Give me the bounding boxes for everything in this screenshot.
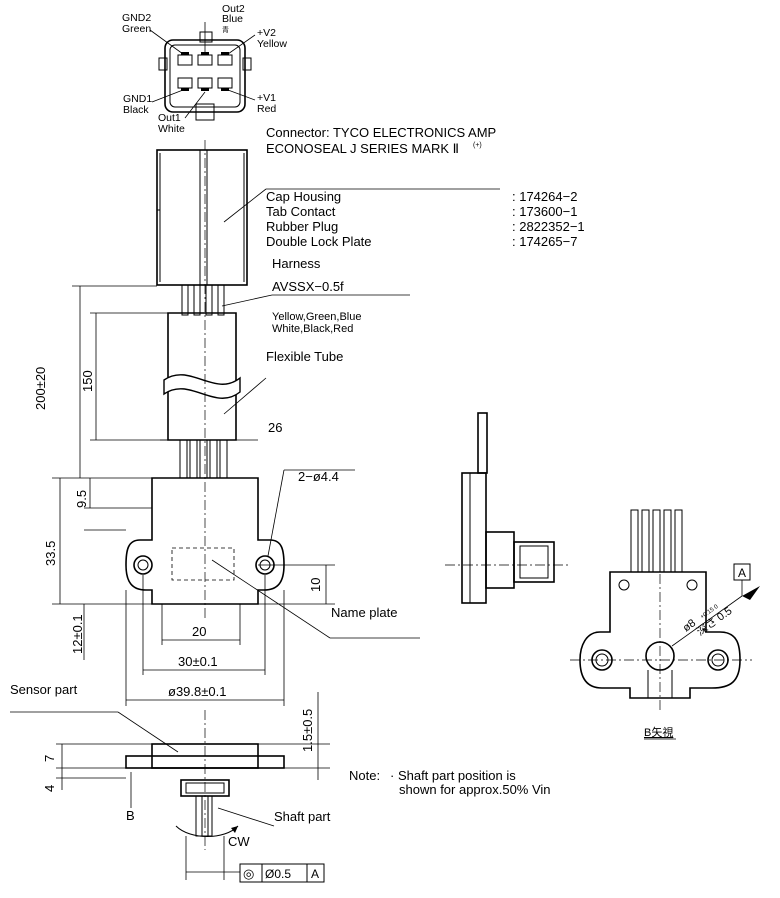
dim-7: 7 <box>42 755 57 762</box>
part-number: : 174265−7 <box>512 234 577 249</box>
harness-title: Harness <box>272 256 321 271</box>
pin-color-out1: White <box>158 123 185 135</box>
pin-cavity-v1 <box>217 77 233 91</box>
cw-label: CW <box>228 834 250 849</box>
connector-spec-line2: ECONOSEAL J SERIES MARK Ⅱ <box>266 141 459 156</box>
pin-color-v1: Red <box>257 103 276 115</box>
dimension-lines-front <box>52 285 420 706</box>
dim-30: 30±0.1 <box>178 654 218 669</box>
dim-39-8: ø39.8±0.1 <box>168 684 226 699</box>
pin-color-gnd2: Green <box>122 23 151 35</box>
dim-holes: 2−ø4.4 <box>298 469 339 484</box>
harness-spec: AVSSX−0.5f <box>272 279 344 294</box>
dim-9-5: 9.5 <box>74 490 89 508</box>
part-name: Double Lock Plate <box>266 234 372 249</box>
harness-colors-line2: White,Black,Red <box>272 323 353 335</box>
dim-200: 200±20 <box>33 367 48 410</box>
part-name: Rubber Plug <box>266 219 338 234</box>
cap-housing <box>156 149 248 286</box>
pin-leaders <box>149 22 256 119</box>
view-b-label: B矢視 <box>644 725 673 739</box>
tolerance-value: Ø0.5 <box>265 867 291 881</box>
pin-cavity-gnd2 <box>177 52 193 66</box>
sensor-wires <box>179 439 228 479</box>
pin-label-v1: +V1 <box>257 92 276 104</box>
parts-list: Cap Housing : 174264−2 Tab Contact : 173… <box>266 189 585 249</box>
sensor-part-label: Sensor part <box>10 682 78 697</box>
datum-b-label: B <box>126 808 135 823</box>
pin-color-v2: Yellow <box>257 38 287 50</box>
dimension-lines-side <box>56 692 330 880</box>
connector-spec-superscript: (+) <box>473 142 482 149</box>
dim-1-5: 1.5±0.5 <box>300 709 315 752</box>
dim-150: 150 <box>80 370 95 392</box>
part-number: : 2822352−1 <box>512 219 585 234</box>
pin-label-gnd1: GND1 <box>123 93 152 105</box>
note-label: Note: <box>349 768 380 783</box>
pin-cavity-gnd1 <box>177 77 193 91</box>
note-line2: shown for approx.50% Vin <box>399 782 551 797</box>
pin-color-gnd1: Black <box>123 104 149 116</box>
dim-26: 26 <box>268 420 282 435</box>
flexible-tube <box>163 312 241 441</box>
pin-label-v2: +V2 <box>257 27 276 39</box>
dim-12: 12±0.1 <box>70 614 85 654</box>
mount-hole-left <box>133 555 153 575</box>
part-number: : 174264−2 <box>512 189 577 204</box>
sensor-right-side-view <box>461 412 555 604</box>
dim-20: 20 <box>192 624 206 639</box>
datum-a-label: A <box>738 566 746 580</box>
pin-label-gnd2: GND2 <box>122 12 151 24</box>
harness-colors-line1: Yellow,Green,Blue <box>272 311 362 323</box>
b-view-pins <box>630 509 683 573</box>
pin-color-out2: Blue <box>222 13 243 25</box>
connector-spec-line1: Connector: TYCO ELECTRONICS AMP <box>266 125 496 140</box>
dim-33-5: 33.5 <box>43 541 58 566</box>
shaft-part-label: Shaft part <box>274 809 331 824</box>
pin-mark-out2: 青 <box>222 25 229 34</box>
name-plate-label: Name plate <box>331 605 397 620</box>
note-line1: · Shaft part position is <box>390 768 516 783</box>
dim-10: 10 <box>308 578 323 592</box>
part-number: : 173600−1 <box>512 204 577 219</box>
dim-4: 4 <box>42 785 57 792</box>
tolerance-datum: A <box>311 867 319 881</box>
part-name: Tab Contact <box>266 204 336 219</box>
concentricity-symbol: ◎ <box>243 866 254 881</box>
pin-label-out1: Out1 <box>158 112 181 124</box>
bore-dimension: ø8 <box>681 617 698 634</box>
pin-cavity-v2 <box>217 52 233 66</box>
part-name: Cap Housing <box>266 189 341 204</box>
tolerance-frame: ◎ Ø0.5 A <box>239 863 325 883</box>
pin-cavity-out1 <box>197 77 213 91</box>
harness-wires <box>181 284 225 316</box>
pin-label-out2: Out2 <box>222 3 245 15</box>
flexible-tube-label: Flexible Tube <box>266 349 343 364</box>
